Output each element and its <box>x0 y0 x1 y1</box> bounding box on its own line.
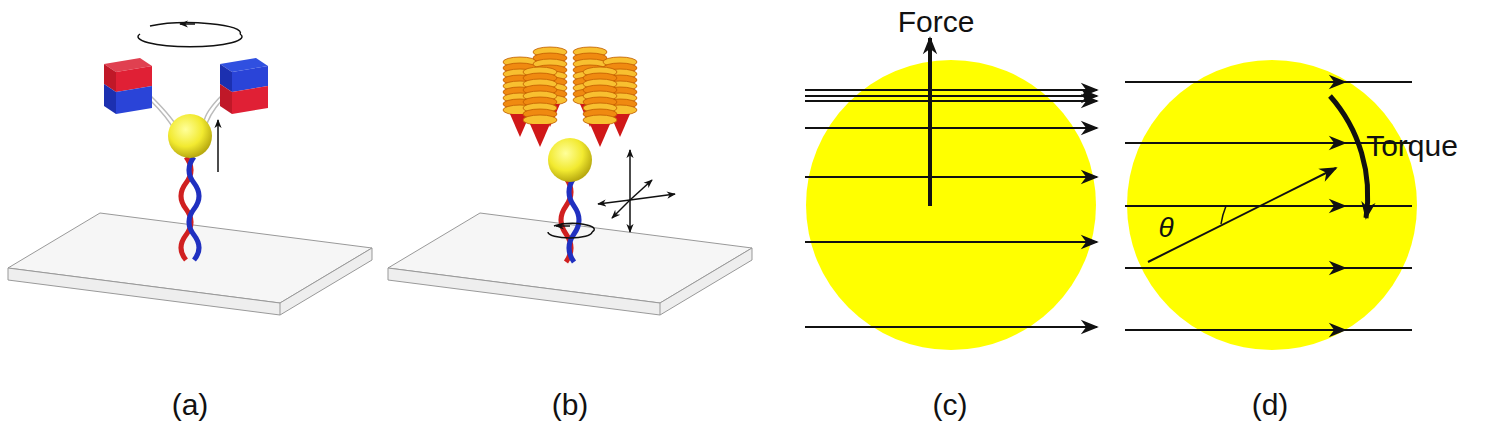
panel-c <box>805 38 1097 350</box>
panel-d <box>1125 60 1417 350</box>
panel-a <box>8 23 372 315</box>
panel-b <box>388 47 752 315</box>
panel-letter: (b) <box>552 390 589 420</box>
angle-symbol: θ <box>1158 214 1173 242</box>
panel-letter: (c) <box>933 390 968 420</box>
panel-letter: (d) <box>1252 390 1289 420</box>
force-label: Force <box>898 7 975 37</box>
panel-letter: (a) <box>172 390 209 420</box>
torque-label: Torque <box>1366 131 1458 161</box>
